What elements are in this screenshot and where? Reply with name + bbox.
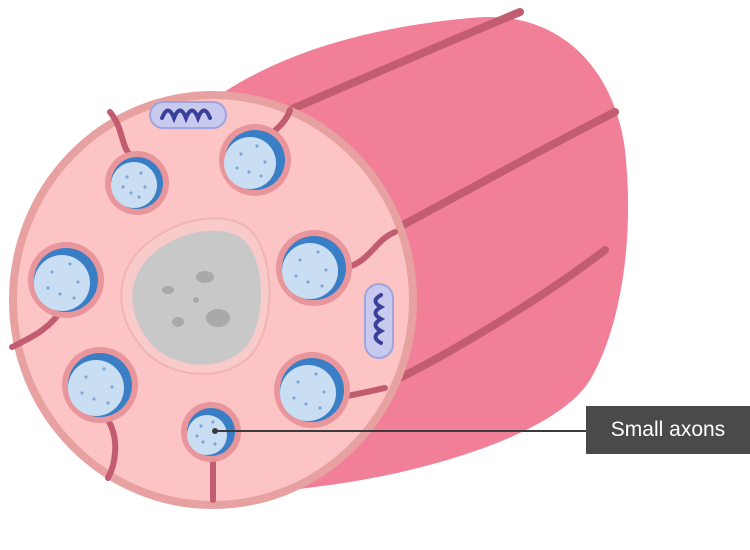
axon — [276, 230, 352, 306]
nucleus-spot — [196, 271, 214, 283]
cylinder-stripe — [386, 108, 619, 236]
axon-core — [111, 162, 157, 208]
axon-core — [34, 255, 90, 311]
axon-dots — [121, 171, 147, 199]
axon — [181, 402, 241, 462]
axon-dots — [195, 420, 217, 446]
axon — [274, 352, 350, 428]
nucleus — [120, 217, 271, 375]
axon-core — [187, 415, 227, 455]
mitochondrion — [149, 101, 227, 129]
axon — [105, 151, 169, 215]
axon-dots — [235, 144, 267, 178]
nucleus-spot — [206, 309, 230, 327]
axon — [28, 242, 104, 318]
nucleus-spot — [193, 297, 199, 303]
cylinder-stripe — [281, 8, 524, 116]
axon-dots — [80, 367, 114, 405]
axon-dots — [292, 372, 326, 410]
axon — [62, 347, 138, 423]
nucleus-spot — [172, 317, 184, 327]
label-leader-dot — [212, 428, 218, 434]
axon-core — [68, 360, 124, 416]
mitochondrion-crista — [160, 108, 212, 124]
axon-core — [282, 243, 338, 299]
nucleus-spot — [162, 286, 174, 294]
axon-core — [224, 137, 276, 189]
axon-core — [280, 365, 336, 421]
septum — [105, 417, 119, 481]
mitochondrion-crista — [373, 293, 386, 345]
axon-dots — [46, 262, 80, 300]
small-axons-label: Small axons — [586, 406, 750, 454]
axon — [219, 124, 291, 196]
mitochondrion — [364, 283, 394, 359]
axons — [28, 124, 352, 462]
axon-dots — [294, 250, 328, 288]
